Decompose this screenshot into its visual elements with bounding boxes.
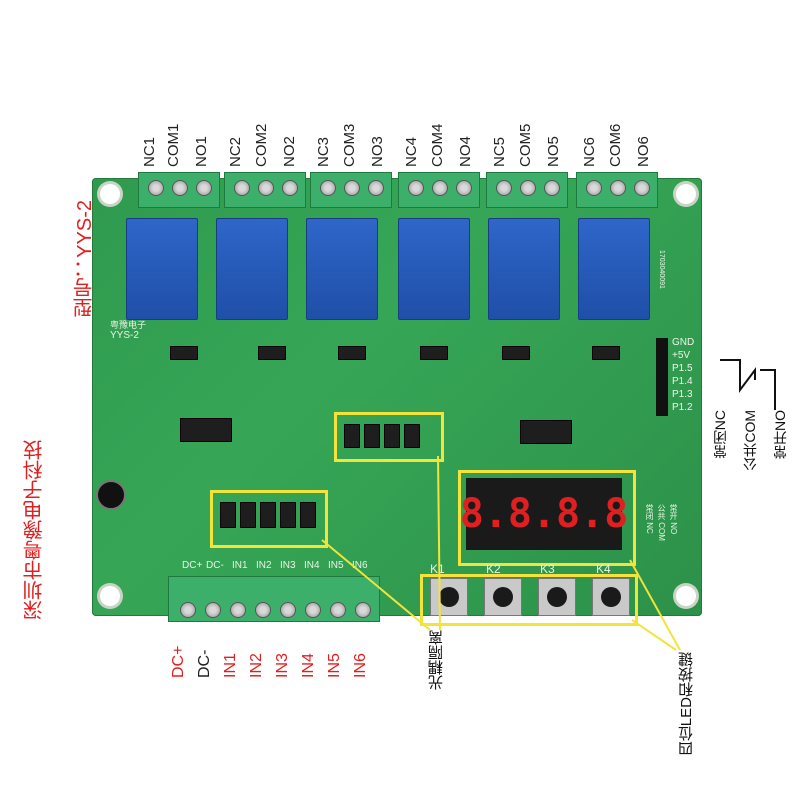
optocoupler-box-top bbox=[334, 412, 444, 462]
key-k2-button[interactable] bbox=[484, 578, 522, 616]
ic-chip bbox=[180, 418, 232, 442]
screw-terminal[interactable] bbox=[496, 180, 512, 196]
screw-terminal[interactable] bbox=[544, 180, 560, 196]
mounting-hole bbox=[676, 586, 696, 606]
key-label-k1: K1 bbox=[430, 562, 445, 576]
screw-terminal[interactable] bbox=[148, 180, 164, 196]
input-screw[interactable] bbox=[230, 602, 246, 618]
input-label-in5: IN5 bbox=[328, 560, 344, 571]
display-digits: 8.8.8.8 bbox=[459, 491, 629, 537]
ic-chip bbox=[520, 420, 572, 444]
screw-terminal[interactable] bbox=[408, 180, 424, 196]
relay-4 bbox=[398, 218, 470, 320]
input-screw[interactable] bbox=[205, 602, 221, 618]
mounting-hole bbox=[100, 586, 120, 606]
input-screw[interactable] bbox=[280, 602, 296, 618]
header-pin-p14: P1.4 bbox=[672, 376, 693, 387]
optocoupler bbox=[384, 424, 400, 448]
screw-terminal[interactable] bbox=[320, 180, 336, 196]
input-screw[interactable] bbox=[355, 602, 371, 618]
transistor bbox=[258, 346, 286, 360]
transistor bbox=[420, 346, 448, 360]
screw-terminal[interactable] bbox=[634, 180, 650, 196]
input-label-in3: IN3 bbox=[280, 560, 296, 571]
optocoupler bbox=[240, 502, 256, 528]
input-label-in2: IN2 bbox=[256, 560, 272, 571]
optocoupler-box-bottom bbox=[210, 490, 328, 548]
display-side-com: 公共 COM bbox=[657, 504, 666, 541]
screw-terminal[interactable] bbox=[368, 180, 384, 196]
transistor bbox=[170, 346, 198, 360]
board-brand: 粤豫电子 bbox=[110, 320, 147, 330]
capacitor bbox=[96, 480, 126, 510]
key-k4-button[interactable] bbox=[592, 578, 630, 616]
optocoupler bbox=[364, 424, 380, 448]
screw-terminal[interactable] bbox=[344, 180, 360, 196]
optocoupler bbox=[300, 502, 316, 528]
key-k1-button[interactable] bbox=[430, 578, 468, 616]
screw-terminal[interactable] bbox=[520, 180, 536, 196]
input-label-in1: IN1 bbox=[232, 560, 248, 571]
board-model: YYS-2 bbox=[110, 330, 139, 341]
mounting-hole bbox=[676, 184, 696, 204]
screw-terminal[interactable] bbox=[432, 180, 448, 196]
display-side-nc: 常闭 NC bbox=[645, 504, 654, 534]
optocoupler-annotation: 光耦隔离 bbox=[428, 630, 445, 690]
input-label-in6: IN6 bbox=[352, 560, 368, 571]
relay-6 bbox=[578, 218, 650, 320]
header-pin-p15: P1.5 bbox=[672, 363, 693, 374]
optocoupler bbox=[404, 424, 420, 448]
header-pin-gnd: GND bbox=[672, 337, 695, 348]
key-cap[interactable] bbox=[439, 587, 459, 607]
input-screw[interactable] bbox=[180, 602, 196, 618]
serial-number: 1703040091 bbox=[658, 250, 665, 289]
header-pin-5v: +5V bbox=[672, 350, 691, 361]
key-label-k2: K2 bbox=[486, 562, 501, 576]
input-label-dcminus: DC- bbox=[206, 560, 224, 571]
input-screw[interactable] bbox=[255, 602, 271, 618]
nc-annotation: 常闭NC bbox=[712, 410, 728, 459]
display-box bbox=[458, 470, 636, 566]
led-display: 8.8.8.8 bbox=[460, 478, 628, 550]
keys-box bbox=[420, 574, 638, 626]
key-cap[interactable] bbox=[601, 587, 621, 607]
header-pin-p13: P1.3 bbox=[672, 389, 693, 400]
header-pin-p12: P1.2 bbox=[672, 402, 693, 413]
key-label-k3: K3 bbox=[540, 562, 555, 576]
optocoupler bbox=[280, 502, 296, 528]
key-cap[interactable] bbox=[547, 587, 567, 607]
mounting-hole bbox=[100, 184, 120, 204]
screw-terminal[interactable] bbox=[610, 180, 626, 196]
led-keys-annotation: 四位LED和按键 bbox=[678, 652, 695, 757]
transistor bbox=[338, 346, 366, 360]
pin-header bbox=[656, 338, 668, 416]
screw-terminal[interactable] bbox=[282, 180, 298, 196]
input-label-dcplus: DC+ bbox=[182, 560, 203, 571]
key-label-k4: K4 bbox=[596, 562, 611, 576]
screw-terminal[interactable] bbox=[172, 180, 188, 196]
screw-terminal[interactable] bbox=[456, 180, 472, 196]
no-annotation: 常开NO bbox=[772, 410, 788, 459]
transistor bbox=[502, 346, 530, 360]
key-k3-button[interactable] bbox=[538, 578, 576, 616]
relay-1 bbox=[126, 218, 198, 320]
input-label-in4: IN4 bbox=[304, 560, 320, 571]
relay-3 bbox=[306, 218, 378, 320]
display-side-no: 常开 NO bbox=[669, 504, 678, 535]
optocoupler bbox=[344, 424, 360, 448]
transistor bbox=[592, 346, 620, 360]
key-cap[interactable] bbox=[493, 587, 513, 607]
optocoupler bbox=[220, 502, 236, 528]
input-screw[interactable] bbox=[330, 602, 346, 618]
relay-5 bbox=[488, 218, 560, 320]
screw-terminal[interactable] bbox=[234, 180, 250, 196]
screw-terminal[interactable] bbox=[586, 180, 602, 196]
screw-terminal[interactable] bbox=[258, 180, 274, 196]
com-annotation: 公共COM bbox=[742, 410, 758, 471]
optocoupler bbox=[260, 502, 276, 528]
screw-terminal[interactable] bbox=[196, 180, 212, 196]
input-screw[interactable] bbox=[305, 602, 321, 618]
relay-2 bbox=[216, 218, 288, 320]
